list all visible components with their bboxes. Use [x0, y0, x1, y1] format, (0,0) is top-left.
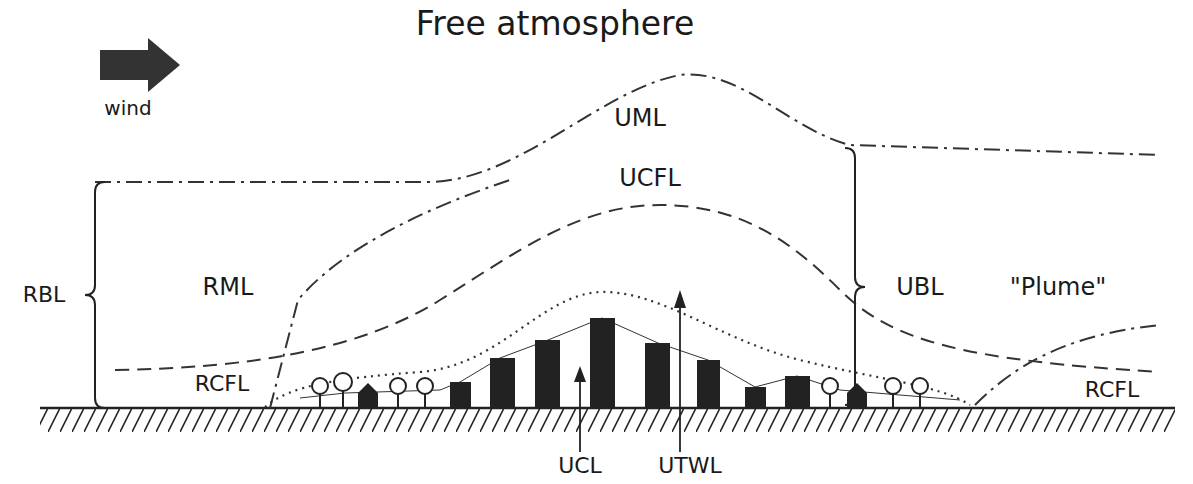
utwl-arrow: [679, 306, 681, 452]
rbl-brace: [85, 182, 105, 408]
layer-name: Free atmosphere: [413, 6, 698, 42]
plume-label: "Plume": [1007, 274, 1110, 300]
layer-name: UBL: [893, 274, 946, 300]
constant-flux-top: [115, 205, 1160, 372]
ucl-arrowhead: [574, 366, 586, 382]
layer-name: UCFL: [616, 165, 684, 191]
layer-name: UCL: [555, 454, 605, 478]
ucl-arrow: [579, 380, 581, 452]
rural-boundary-rise: [975, 325, 1160, 405]
wind-label: wind: [101, 97, 154, 119]
houses: [358, 383, 867, 408]
ubl-brace: [845, 148, 865, 405]
buildings: [450, 318, 810, 408]
roughness-layer-top: [265, 292, 970, 407]
layer-name: UTWL: [655, 454, 725, 478]
layer-name: RML: [200, 274, 257, 300]
layer-name: UML: [611, 105, 669, 131]
utwl-arrowhead: [674, 290, 686, 308]
ground-hatching: [40, 408, 1175, 432]
layer-name: RCFL: [192, 372, 252, 396]
layer-name: RBL: [20, 283, 69, 307]
wind-arrow: [100, 38, 180, 92]
layer-name: RCFL: [1082, 378, 1142, 402]
trees: [312, 373, 928, 408]
